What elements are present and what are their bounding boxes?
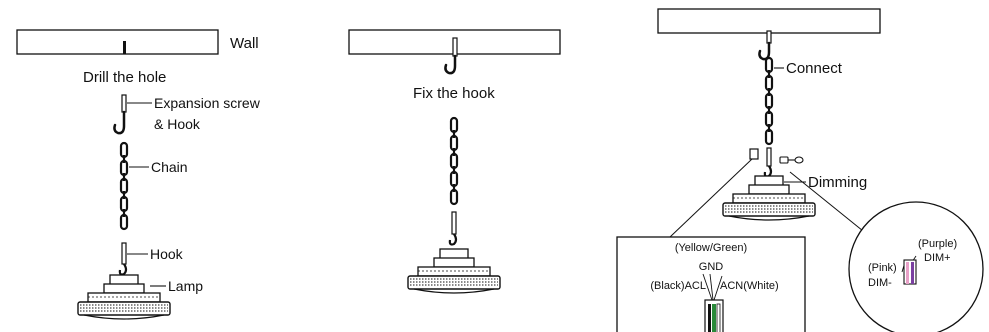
drill-hole [123, 41, 126, 54]
dimming-label: Dimming [808, 174, 867, 191]
fixed-hook-icon [444, 54, 457, 75]
lamp-icon-2 [407, 248, 501, 294]
wire-white [716, 303, 721, 332]
lamp-icon-3 [722, 175, 816, 221]
ground-label: GND [699, 261, 724, 273]
lamp-hook-rod [121, 242, 127, 265]
wiring-inset: (Yellow/Green) GND (Black)ACL ACN(White) [616, 236, 806, 332]
dim-minus-label: DIM- [868, 277, 892, 289]
ground-color-label: (Yellow/Green) [675, 242, 747, 254]
wall-block [16, 29, 219, 55]
dimming-inset: (Purple) DIM+ (Pink) DIM- [848, 201, 984, 332]
dim-plus-label: DIM+ [924, 252, 951, 264]
lamp-label: Lamp [168, 278, 203, 294]
wire-purple [911, 262, 914, 284]
junction-box [749, 148, 759, 160]
wall-label: Wall [230, 35, 259, 52]
dimming-plug-icon [779, 156, 804, 164]
purple-label: (Purple) [918, 238, 957, 250]
hook-label: Hook [150, 246, 184, 262]
drill-label: Drill the hole [83, 69, 166, 86]
step3-group: Connect Dimming (Yellow/Green) GND (Blac… [616, 8, 984, 332]
neutral-label: ACN(White) [720, 280, 779, 292]
chain [119, 141, 129, 231]
pink-label: (Pink) [868, 262, 897, 274]
expansion-screw [121, 94, 127, 113]
chain-2 [449, 116, 459, 206]
wire-green [712, 304, 716, 332]
wall-block-3 [657, 8, 881, 34]
lamp-hook-icon [118, 263, 128, 276]
chain-label: Chain [151, 159, 188, 175]
expansion-label: Expansion screw [154, 95, 261, 111]
hook-icon [113, 110, 126, 135]
step2-group: Fix the hook [348, 29, 561, 294]
wire-pink [906, 262, 909, 284]
step1-group: Wall Drill the hole Expansion screw & Ho… [16, 29, 261, 320]
wire-black [708, 304, 711, 332]
fix-hook-label: Fix the hook [413, 85, 495, 102]
dim-cable [903, 259, 917, 285]
connect-label: Connect [786, 60, 843, 77]
lamp-icon [77, 274, 171, 320]
expansion-label-2: & Hook [154, 116, 201, 132]
live-label: (Black)ACL [650, 280, 706, 292]
chain-3 [764, 56, 774, 146]
